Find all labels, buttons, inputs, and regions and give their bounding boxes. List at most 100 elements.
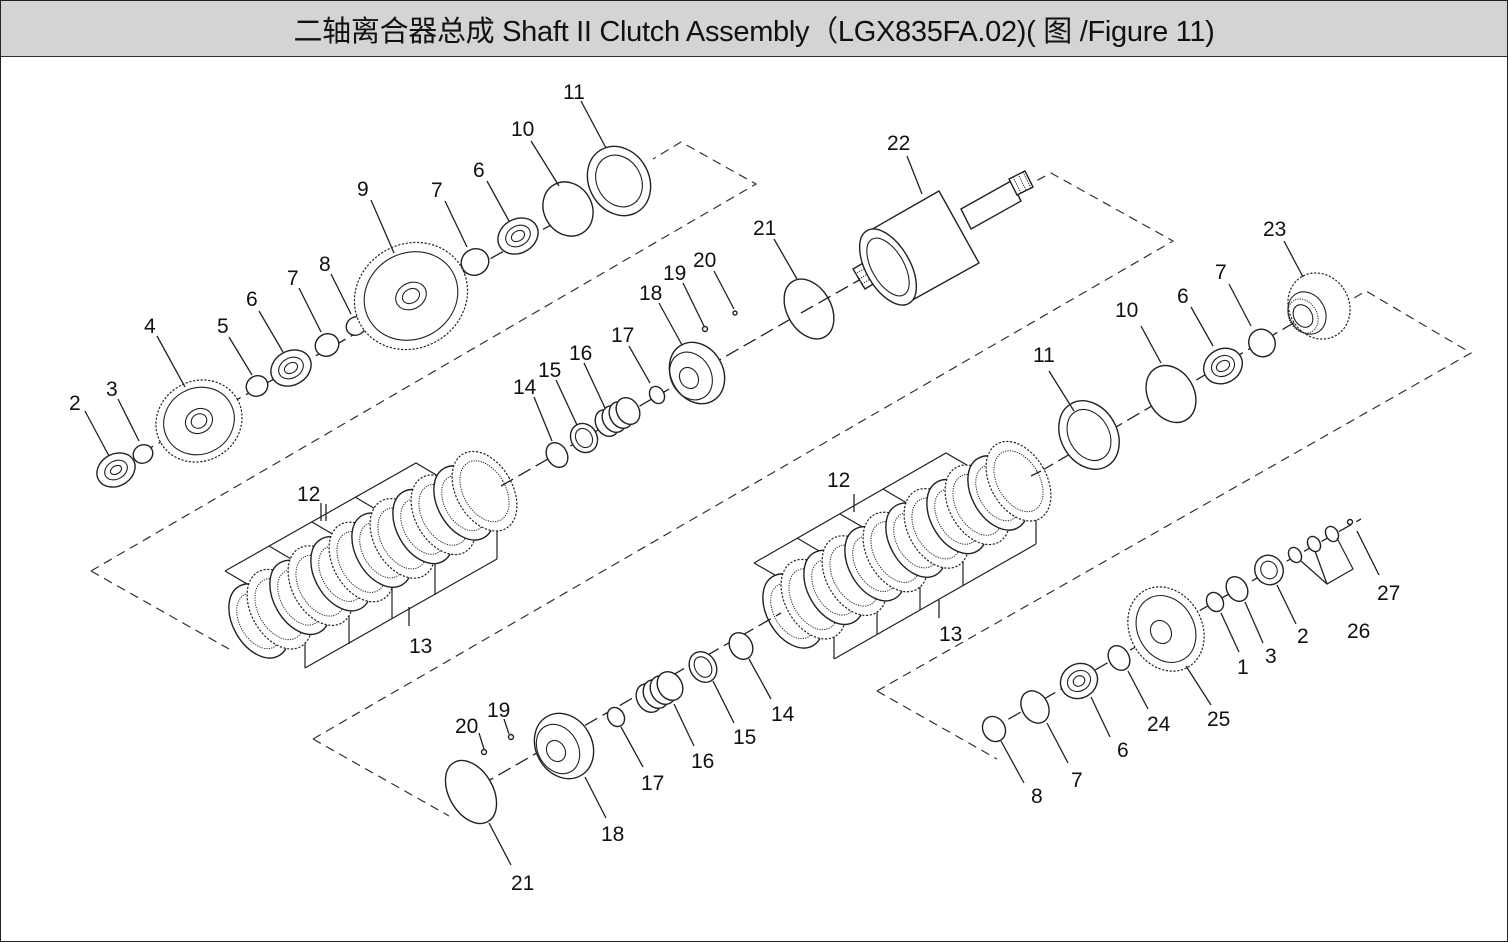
ring-part-5 — [245, 375, 269, 397]
spring-part-16a — [594, 396, 641, 438]
circlip-part-14a — [545, 441, 569, 469]
circlip-part-7a — [314, 333, 340, 357]
ball-part-27 — [1346, 518, 1354, 526]
small-ring-part-26a — [1287, 546, 1303, 564]
figure-title: 二轴离合器总成 Shaft II Clutch Assembly（LGX835F… — [293, 15, 1215, 48]
callout-22: 22 — [887, 132, 910, 155]
ring-part-3 — [132, 444, 154, 464]
callout-16: 16 — [691, 750, 714, 773]
callout-7: 7 — [1071, 769, 1083, 792]
ring-part-17a — [648, 385, 666, 405]
lower-right-part-row — [981, 518, 1380, 784]
callout-25: 25 — [1207, 708, 1230, 731]
callout-12: 12 — [297, 483, 320, 506]
callout-12: 12 — [827, 469, 850, 492]
callout-9: 9 — [357, 178, 369, 201]
gear-part-25 — [1127, 586, 1205, 672]
callout-3: 3 — [106, 378, 118, 401]
callout-11: 11 — [1033, 344, 1055, 367]
callout-4: 4 — [144, 315, 156, 338]
callout-7: 7 — [287, 267, 299, 290]
assembly-guide-lines — [90, 141, 1473, 817]
callout-23: 23 — [1263, 218, 1286, 241]
piston-part-18b — [533, 712, 595, 780]
bearing-part-2b — [1254, 554, 1284, 586]
snap-ring-part-10a — [542, 181, 594, 237]
upper-right-part-row — [1040, 240, 1351, 472]
callout-7: 7 — [431, 179, 443, 202]
ball-part-20b — [480, 748, 488, 756]
callout-1: 1 — [1237, 656, 1249, 679]
callout-2: 2 — [1297, 625, 1309, 648]
ring-part-17b — [606, 706, 626, 728]
callout-7: 7 — [1215, 261, 1227, 284]
callout-5: 5 — [217, 315, 229, 338]
callout-6: 6 — [473, 159, 485, 182]
middle-left-clutch-pack — [224, 155, 923, 669]
callout-18: 18 — [601, 823, 624, 846]
small-ring-part-26c — [1324, 525, 1340, 543]
friction-plates-left — [228, 450, 518, 659]
oring-part-19a — [701, 325, 709, 333]
bearing-part-6c — [1203, 347, 1243, 385]
callout-27: 27 — [1377, 582, 1400, 605]
ball-part-20a — [732, 310, 738, 316]
ring-part-8b — [981, 715, 1007, 743]
callout-13: 13 — [939, 623, 962, 646]
callout-24: 24 — [1147, 713, 1171, 736]
callout-15: 15 — [538, 359, 561, 382]
title-bar: 二轴离合器总成 Shaft II Clutch Assembly（LGX835F… — [1, 1, 1507, 57]
callout-17: 17 — [611, 324, 634, 347]
ring-part-3b — [1225, 575, 1249, 603]
seal-part-11b — [1058, 400, 1120, 470]
callout-17: 17 — [641, 772, 664, 795]
callout-6: 6 — [1177, 285, 1189, 308]
callout-14: 14 — [771, 703, 795, 726]
oring-part-19b — [507, 733, 515, 741]
callout-8: 8 — [319, 253, 331, 276]
bearing-part-6b — [497, 217, 539, 255]
callout-21: 21 — [511, 872, 534, 895]
bearing-part-6d — [1059, 662, 1099, 700]
gear-part-23 — [1287, 272, 1351, 340]
left-clutch-plate — [451, 450, 518, 532]
callout-14: 14 — [513, 376, 537, 399]
circlip-part-1 — [1205, 591, 1225, 613]
piston-part-18a — [668, 341, 726, 405]
spring-part-16b — [635, 670, 684, 714]
circlip-part-7d — [1020, 690, 1050, 724]
callout-2: 2 — [69, 392, 81, 415]
callout-18: 18 — [639, 282, 662, 305]
callout-11: 11 — [563, 81, 585, 104]
callout-19: 19 — [487, 699, 510, 722]
callout-19: 19 — [663, 262, 686, 285]
callout-labels: 2 3 4 5 6 7 8 9 7 6 10 11 12 13 14 15 16… — [69, 81, 1400, 895]
right-clutch-plate-bore — [993, 450, 1044, 513]
callout-10: 10 — [1115, 299, 1138, 322]
circlip-part-7b — [460, 248, 490, 276]
callout-15: 15 — [733, 726, 756, 749]
callout-3: 3 — [1265, 645, 1277, 668]
middle-right-clutch-pack — [753, 440, 1052, 660]
exploded-assembly-diagram: 2 3 4 5 6 7 8 9 7 6 10 11 12 13 14 15 16… — [69, 81, 1473, 895]
callout-20: 20 — [693, 249, 716, 272]
callout-26: 26 — [1347, 620, 1370, 643]
callout-10: 10 — [511, 118, 534, 141]
callout-16: 16 — [569, 342, 592, 365]
circlip-part-7c — [1248, 328, 1276, 358]
callout-13: 13 — [409, 635, 432, 658]
left-clutch-plate-bore — [459, 460, 510, 523]
gear-part-4 — [155, 379, 243, 463]
seal-part-11a — [586, 145, 652, 217]
small-ring-part-26b — [1306, 535, 1322, 553]
bearing-part-6a — [270, 349, 312, 387]
ring-part-15b — [688, 650, 718, 684]
sealing-ring-part-21b — [444, 759, 498, 825]
bearing-part-2 — [96, 452, 136, 488]
lower-left-part-row — [444, 612, 782, 866]
callout-8: 8 — [1031, 785, 1043, 808]
circlip-part-14b — [728, 631, 754, 661]
shaft-part-22 — [800, 170, 1034, 314]
callout-6: 6 — [1117, 739, 1129, 762]
